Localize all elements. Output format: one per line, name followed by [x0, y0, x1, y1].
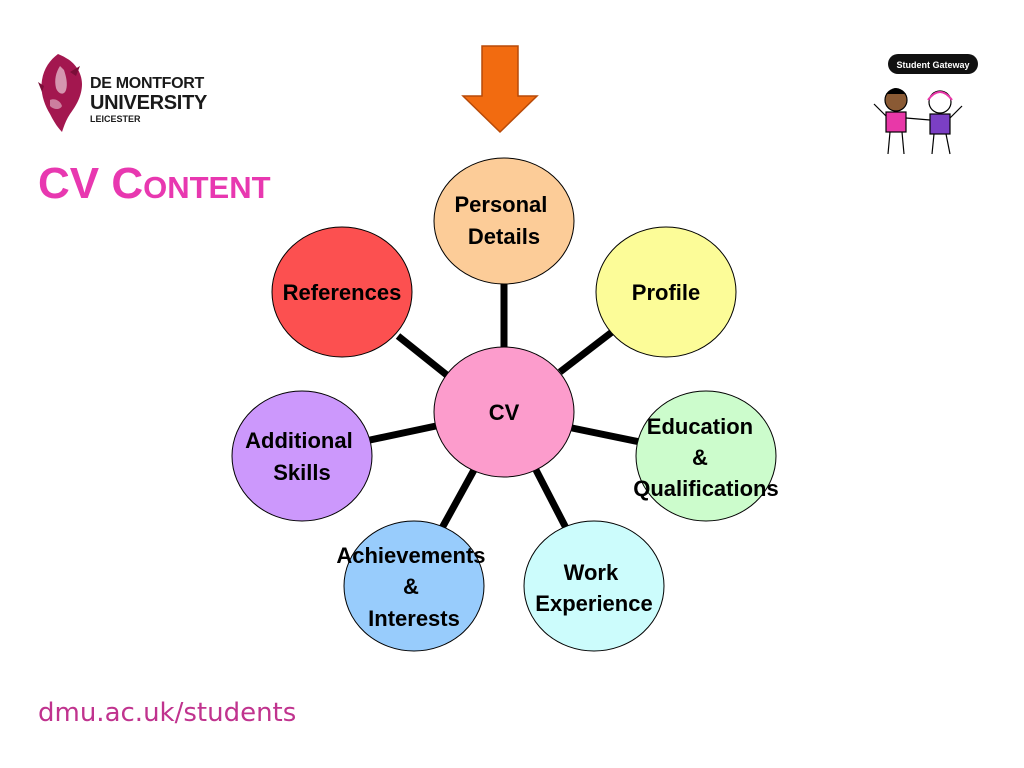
- node-shape: [433, 157, 575, 285]
- node-label-line: Skills: [273, 460, 330, 485]
- svg-text:Additional Skills: Additional Skills: [245, 428, 359, 485]
- logo-line-2: UNIVERSITY: [90, 92, 208, 114]
- node-label-line: Personal: [454, 192, 547, 217]
- node-shape: [523, 520, 665, 652]
- slide-title: CV Content: [38, 159, 271, 208]
- dmu-crest-icon: [38, 54, 82, 132]
- svg-text:Personal Details: Personal Details: [454, 192, 553, 249]
- node-achievements-interests: Achievements & Interests: [336, 520, 491, 652]
- connector-education: [571, 424, 641, 446]
- node-shape: [595, 226, 737, 358]
- node-shape: [635, 390, 777, 522]
- footer-url: dmu.ac.uk/students: [38, 698, 297, 728]
- node-label-line: &: [403, 574, 419, 599]
- student-gateway-figures-icon: Student Gateway: [873, 54, 978, 155]
- node-label-line: Education: [647, 414, 753, 439]
- node-shape: [271, 226, 413, 358]
- connectors: [369, 284, 641, 530]
- center-label: CV: [489, 400, 520, 425]
- node-cv-center: CV: [433, 346, 575, 478]
- connector-achievements: [438, 468, 478, 530]
- node-label-line: Qualifications: [633, 476, 778, 501]
- svg-text:References: References: [283, 280, 402, 305]
- svg-text:Achievements & Int: Achievements & Interests: [336, 543, 491, 631]
- node-additional-skills: Additional Skills: [231, 390, 373, 522]
- node-label-line: Work: [564, 560, 619, 585]
- node-label-line: Profile: [632, 280, 700, 305]
- node-shape: [231, 390, 373, 522]
- node-label-line: Achievements: [336, 543, 485, 568]
- node-personal-details: Personal Details: [433, 157, 575, 285]
- node-education-qualifications: Education & Qualifications: [633, 390, 779, 522]
- center-shape: [433, 346, 575, 478]
- node-label-line: Experience: [535, 591, 652, 616]
- node-references: References: [271, 226, 413, 358]
- node-label-line: References: [283, 280, 402, 305]
- gateway-label: Student Gateway: [896, 60, 969, 70]
- down-arrow-icon: [461, 45, 539, 134]
- connector-additional-skills: [369, 422, 437, 444]
- node-label-line: &: [692, 445, 708, 470]
- node-profile: Profile: [595, 226, 737, 358]
- node-shape: [343, 520, 485, 652]
- node-work-experience: Work Experience: [523, 520, 665, 652]
- node-label-line: Interests: [368, 606, 460, 631]
- node-label-line: Additional: [245, 428, 353, 453]
- connector-references: [395, 333, 451, 379]
- svg-text:Profile: Profile: [632, 280, 700, 305]
- connector-profile: [557, 329, 615, 375]
- svg-text:Work Experience: Work Experience: [535, 560, 652, 616]
- gateway-label-bubble: [888, 54, 978, 74]
- dmu-logo: DE MONTFORT UNIVERSITY LEICESTER: [36, 52, 236, 134]
- logo-line-3: LEICESTER: [90, 114, 141, 124]
- logo-line-1: DE MONTFORT: [90, 75, 205, 92]
- connector-work-experience: [532, 468, 570, 530]
- node-label-line: Details: [468, 224, 540, 249]
- svg-text:Education & Qualif: Education & Qualifications: [633, 414, 778, 501]
